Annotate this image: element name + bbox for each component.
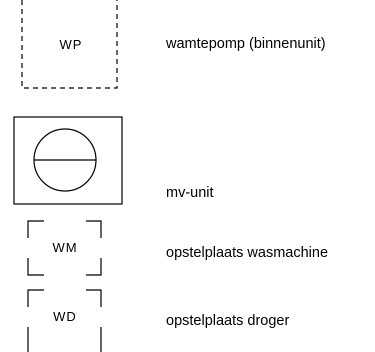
- wd-symbol: [27, 289, 102, 352]
- wm-symbol: [27, 220, 102, 276]
- wd-label: WD: [53, 309, 77, 324]
- wd-description: opstelplaats droger: [166, 313, 290, 329]
- wp-label: WP: [59, 37, 83, 52]
- wp-description: wamtepomp (binnenunit): [166, 36, 326, 52]
- wm-description: opstelplaats wasmachine: [166, 245, 329, 261]
- wp-symbol: [21, 0, 118, 89]
- mv-unit-description: mv-unit: [166, 185, 214, 201]
- mv-unit-symbol: [13, 116, 123, 205]
- wm-label: WM: [52, 240, 78, 255]
